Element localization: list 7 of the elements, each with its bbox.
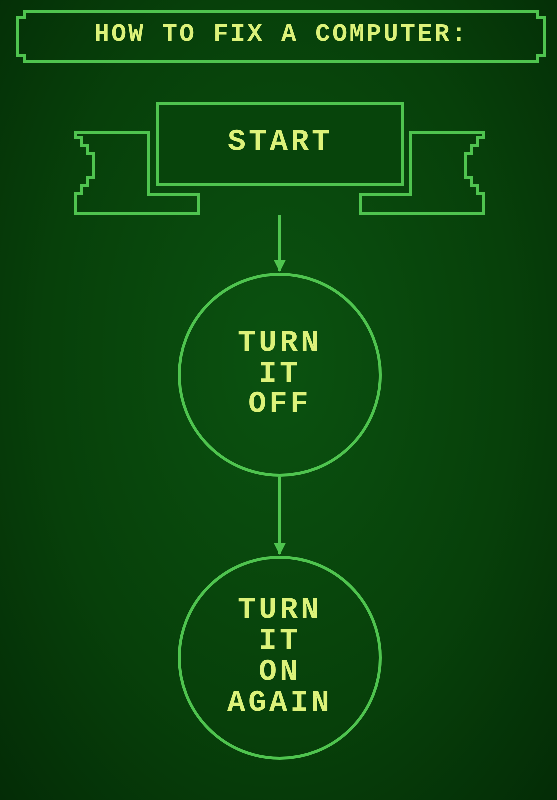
arrow [274, 477, 286, 556]
title: HOW TO FIX A COMPUTER: [93, 22, 470, 48]
arrow [274, 215, 286, 272]
step-text: TURN IT OFF [238, 328, 322, 422]
step-circle [178, 556, 382, 760]
step-text: TURN IT ON AGAIN [228, 596, 332, 720]
step-circle [178, 273, 382, 477]
